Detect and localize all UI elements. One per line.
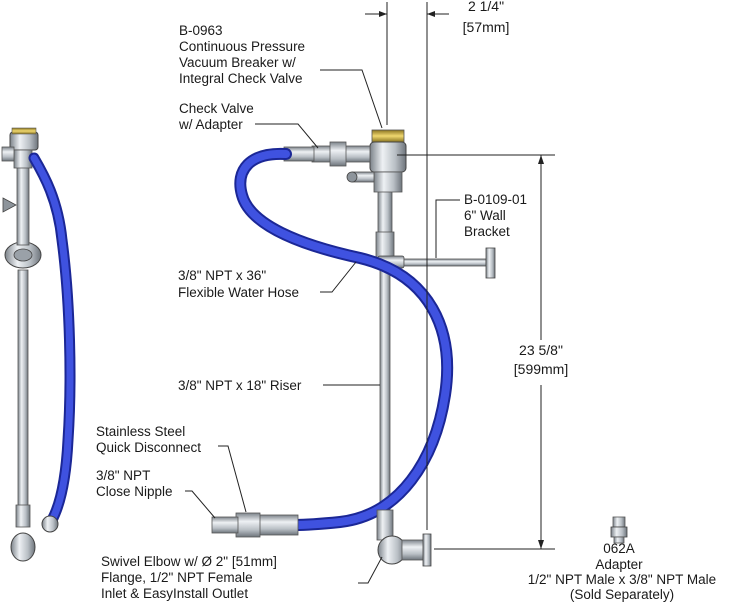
leader-quick-disconnect [218,445,247,513]
svg-text:Flexible Water Hose: Flexible Water Hose [178,285,299,300]
leader-check-valve [255,123,319,149]
width-dimension-metric: [57mm] [463,19,510,35]
side-riser-pipe [17,269,29,516]
label-adapter: 062A Adapter 1/2" NPT Male x 3/8" NPT Ma… [528,541,716,602]
height-dimension-metric: [599mm] [514,361,568,377]
leader-close-nipple [185,490,216,519]
width-dimension: 2 1/4" [57mm] [365,0,509,530]
width-dimension-imperial: 2 1/4" [468,0,504,14]
label-quick-disconnect: Stainless Steel Quick Disconnect [96,424,201,455]
svg-text:Vacuum Breaker w/: Vacuum Breaker w/ [179,55,296,70]
leader-swivel-elbow [358,556,383,584]
close-nipple [211,516,239,534]
svg-text:Stainless Steel: Stainless Steel [96,424,185,439]
label-check-valve: Check Valve w/ Adapter [178,101,254,132]
svg-text:w/ Adapter: w/ Adapter [178,117,243,132]
label-close-nipple: 3/8" NPT Close Nipple [96,468,173,499]
label-riser: 3/8" NPT x 18" Riser [178,378,302,393]
leader-wall-bracket [435,199,460,258]
label-vacuum-breaker: B-0963 Continuous Pressure Vacuum Breake… [179,23,305,86]
label-swivel-elbow: Swivel Elbow w/ Ø 2" [51mm] Flange, 1/2"… [101,554,277,601]
svg-text:Adapter: Adapter [595,557,643,572]
vacuum-breaker-body [369,141,407,173]
side-view-assembly [1,127,76,562]
svg-text:Close Nipple: Close Nipple [96,484,173,499]
svg-text:3/8" NPT x 18" Riser: 3/8" NPT x 18" Riser [178,378,302,393]
wall-bracket-flange [485,247,496,279]
front-view-assembly [211,129,496,567]
wall-bracket-arm [403,258,487,267]
svg-text:Inlet & EasyInstall Outlet: Inlet & EasyInstall Outlet [101,586,248,601]
riser-pipe [379,264,391,534]
leader-water-hose [320,261,357,293]
quick-disconnect [257,514,299,536]
svg-text:062A: 062A [603,541,635,556]
svg-text:3/8" NPT x 36": 3/8" NPT x 36" [178,268,266,283]
svg-text:6" Wall: 6" Wall [464,208,506,223]
adapter-part [610,516,628,544]
svg-text:Swivel Elbow w/ Ø 2" [51mm]: Swivel Elbow w/ Ø 2" [51mm] [101,554,277,569]
label-wall-bracket: B-0109-01 6" Wall Bracket [464,192,527,239]
elbow-flange [422,533,432,567]
svg-text:Check Valve: Check Valve [179,101,254,116]
height-dimension-imperial: 23 5/8" [519,342,563,358]
svg-text:B-0109-01: B-0109-01 [464,192,527,207]
side-valve-handle [2,197,17,213]
svg-text:Quick Disconnect: Quick Disconnect [96,440,201,455]
label-water-hose: 3/8" NPT x 36" Flexible Water Hose [178,268,299,300]
svg-text:Integral Check Valve: Integral Check Valve [179,71,303,86]
svg-text:1/2" NPT Male x 3/8" NPT Male: 1/2" NPT Male x 3/8" NPT Male [528,572,716,587]
vacuum-breaker-cap [371,129,405,143]
svg-text:Continuous Pressure: Continuous Pressure [179,39,305,54]
svg-text:B-0963: B-0963 [179,23,223,38]
side-swivel-elbow [10,532,36,562]
svg-text:(Sold Separately): (Sold Separately) [570,587,674,602]
height-dimension: 23 5/8" [599mm] [397,154,568,550]
svg-text:Flange, 1/2" NPT Female: Flange, 1/2" NPT Female [101,570,253,585]
side-hose-nut [41,515,59,533]
svg-text:Bracket: Bracket [464,224,510,239]
leader-vacuum-breaker [320,69,383,129]
svg-text:3/8" NPT: 3/8" NPT [96,468,150,483]
